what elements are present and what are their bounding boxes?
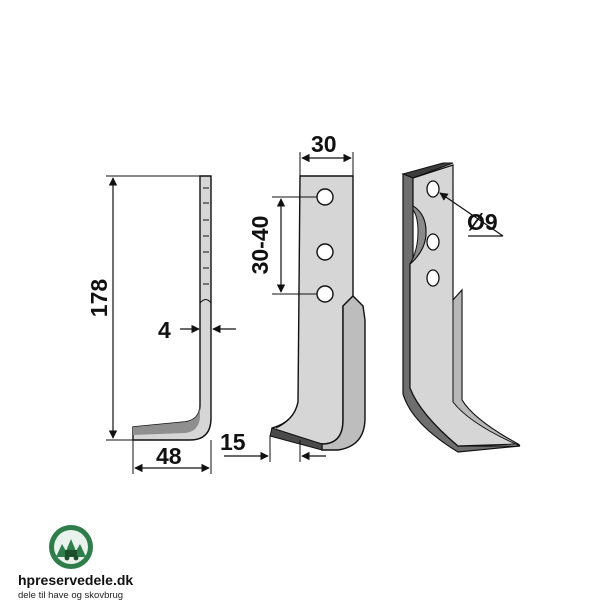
front-view-edge-bevel (321, 295, 366, 451)
perspective-hole-3 (426, 269, 440, 287)
hole-spacing-label: 30-40 (247, 216, 273, 275)
thickness-dim-label: 4 (158, 317, 171, 343)
perspective-bevel (452, 288, 521, 447)
side-view: 178 4 48 (86, 175, 236, 474)
tip-offset-label: 15 (220, 429, 246, 455)
hidden-hole-lines (203, 187, 209, 285)
perspective-hole-1 (426, 180, 440, 198)
side-view-profile (132, 175, 212, 441)
width-dim-label: 48 (156, 443, 182, 469)
perspective-view: Ø9 (401, 162, 521, 453)
mount-hole-1 (316, 188, 334, 206)
front-view-curve-shade (275, 401, 299, 429)
perspective-cutout-shade (409, 205, 427, 265)
hole-diameter-label: Ø9 (467, 209, 498, 235)
perspective-hole-2 (426, 233, 440, 251)
height-dim-label: 178 (86, 279, 112, 318)
blade-width-label: 30 (311, 131, 337, 157)
mount-hole-3 (316, 285, 334, 303)
brand-name: hpreservedele.dk (18, 572, 134, 588)
front-view-body (271, 175, 354, 445)
hole-diameter-leader (439, 192, 504, 237)
brand-logo-icon (49, 525, 93, 569)
brand-tagline: dele til have og skovbrug (18, 590, 124, 601)
side-view-bend-curve (199, 299, 212, 304)
side-view-foot-shade (133, 405, 200, 435)
mount-hole-2 (316, 243, 334, 261)
front-view-tip-dark (269, 427, 323, 451)
front-view: 30 30-40 15 (220, 131, 366, 462)
